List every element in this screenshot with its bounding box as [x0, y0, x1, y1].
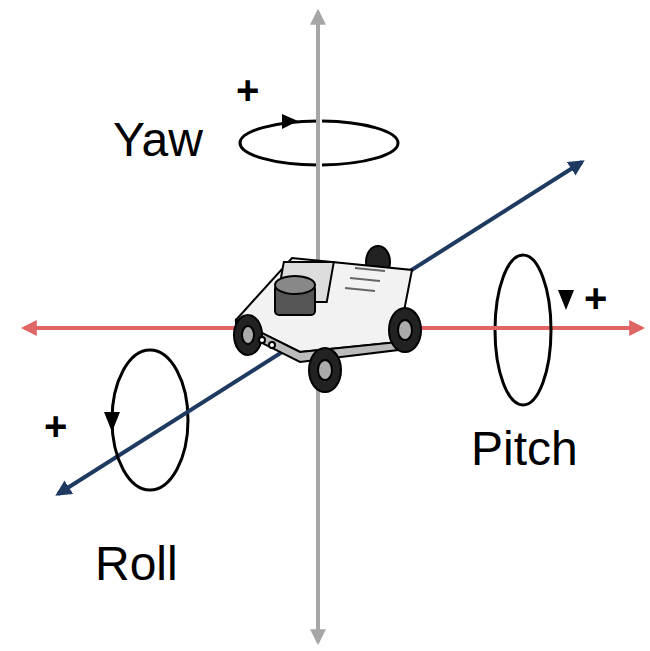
pitch-rotation [523, 255, 551, 405]
pitch-arrowhead [558, 290, 574, 310]
axis-label: Yaw [113, 116, 203, 164]
plus-sign: + [44, 406, 67, 446]
yaw-rotation [322, 121, 398, 165]
axis-label: Roll [95, 540, 178, 588]
roll-rotation [112, 350, 150, 490]
plus-sign: + [584, 278, 607, 318]
robot-car [234, 246, 421, 392]
roll-rotation [150, 350, 188, 490]
roll-arrowhead [104, 412, 120, 432]
axis-label: Pitch [471, 425, 578, 473]
plus-sign: + [236, 70, 259, 110]
yaw-rotation [240, 121, 318, 165]
diagonal-axis [58, 162, 582, 494]
yaw-arrowhead [282, 114, 298, 129]
